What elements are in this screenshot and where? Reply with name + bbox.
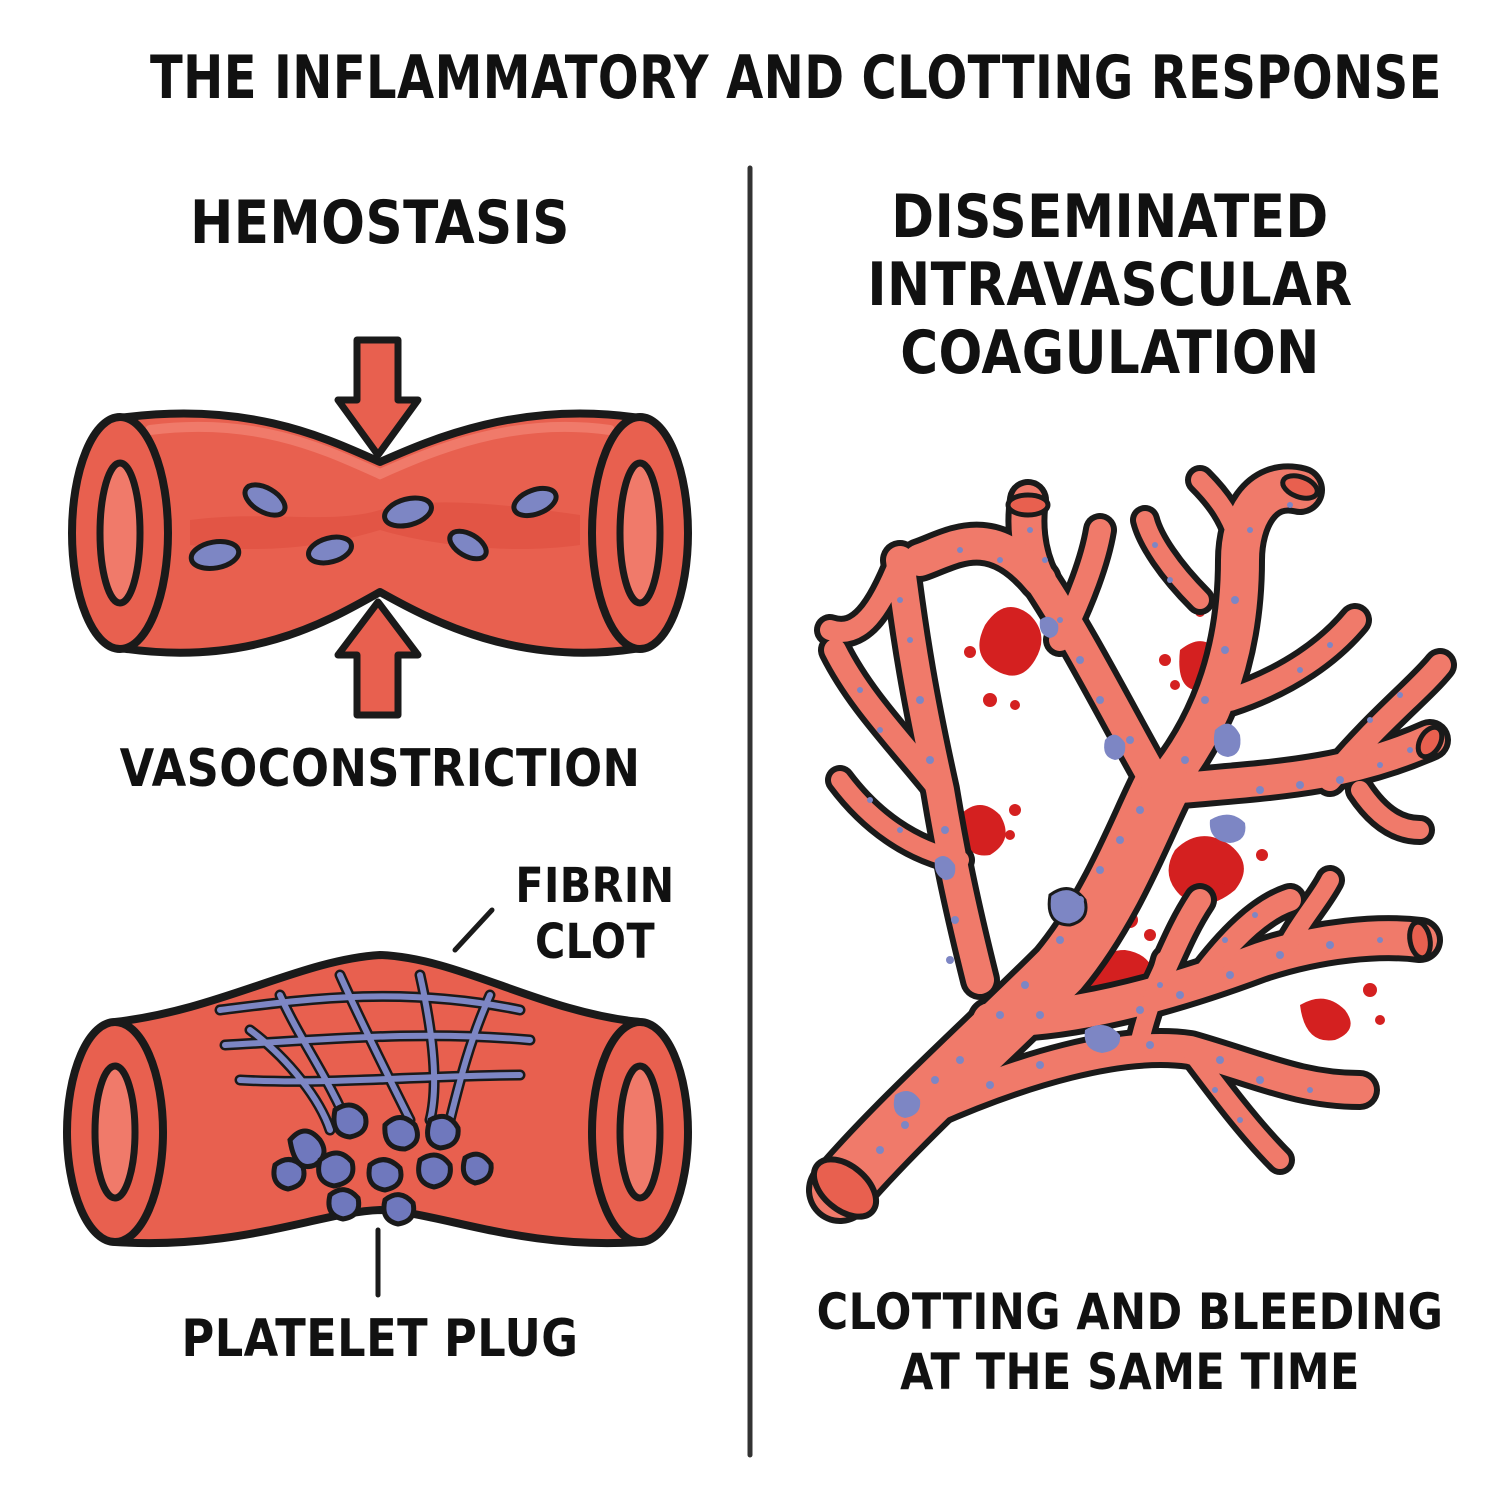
dic-heading: DISSEMINATED INTRAVASCULAR COAGULATION <box>809 183 1411 387</box>
micro-clots <box>893 616 1246 1118</box>
compression-arrow-up-icon <box>334 598 422 719</box>
dic-caption: CLOTTING AND BLEEDING AT THE SAME TIME <box>812 1282 1448 1402</box>
red-cells <box>188 482 559 571</box>
dic-caption-line-1: CLOTTING AND BLEEDING <box>816 1283 1444 1341</box>
vasoconstriction-label: VASOCONSTRICTION <box>119 739 641 799</box>
dic-caption-line-2: AT THE SAME TIME <box>900 1343 1360 1401</box>
compression-arrow-down-icon <box>334 336 422 459</box>
main-title: THE INFLAMMATORY AND CLOTTING RESPONSE <box>150 43 1442 113</box>
dic-vessel-tree <box>806 463 1457 1224</box>
dic-heading-line-3: COAGULATION <box>900 318 1320 388</box>
fibrin-label-line-2: CLOT <box>534 914 656 970</box>
hemostasis-heading: HEMOSTASIS <box>190 188 570 258</box>
fibrin-pointer <box>452 907 495 953</box>
fibrin-label-line-1: FIBRIN <box>515 858 675 914</box>
platelet-cluster <box>271 1102 494 1227</box>
cell-dots <box>857 502 1413 1154</box>
dic-heading-line-2: INTRAVASCULAR <box>867 250 1353 320</box>
clotted-vessel <box>63 951 692 1248</box>
fibrin-clot-label: FIBRIN CLOT <box>496 858 694 970</box>
constricted-vessel <box>68 409 692 657</box>
dic-heading-line-1: DISSEMINATED <box>891 182 1329 252</box>
platelet-plug-label: PLATELET PLUG <box>181 1309 579 1369</box>
